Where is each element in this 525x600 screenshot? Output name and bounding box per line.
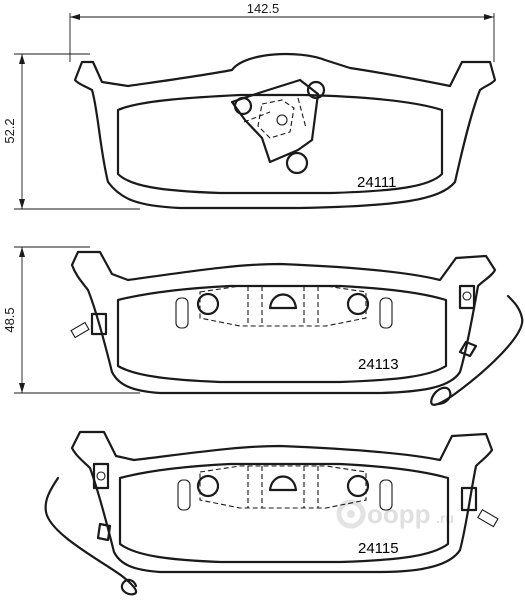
dimension-height-middle: 48.5 (2, 246, 140, 394)
watermark-brand: oopp (367, 499, 431, 529)
backing-plate-outline (73, 52, 497, 210)
dimension-height-middle-label: 48.5 (2, 307, 17, 332)
part-number-bottom: 24115 (358, 540, 399, 557)
retaining-wire-spring (430, 294, 524, 406)
dimension-width-label: 142.5 (247, 1, 280, 16)
wear-indicator-right (458, 284, 478, 358)
backing-plate-outline (70, 250, 497, 395)
friction-material-outline (118, 462, 450, 564)
watermark-suffix: .ru (436, 510, 454, 526)
dimension-height-top-label: 52.2 (2, 118, 17, 143)
retaining-wire-spring (44, 476, 138, 596)
friction-material-outline (116, 93, 444, 195)
friction-material-outline (116, 284, 448, 384)
brake-pad-middle: 24113 (70, 250, 524, 406)
dimension-width: 142.5 (69, 1, 495, 62)
brake-pad-top: 24111 (73, 52, 497, 210)
wear-indicator-left (70, 312, 108, 339)
dimension-height-top: 52.2 (2, 53, 140, 210)
watermark: oopp .ru (336, 499, 454, 529)
wear-indicator-left (92, 462, 112, 542)
part-number-middle: 24113 (358, 356, 399, 373)
spring-clip (230, 78, 326, 175)
brake-pad-bottom: 24115 (44, 430, 499, 596)
part-number-top: 24111 (357, 174, 397, 191)
wear-indicator-right (460, 486, 499, 528)
backing-plate-outline (70, 430, 494, 574)
